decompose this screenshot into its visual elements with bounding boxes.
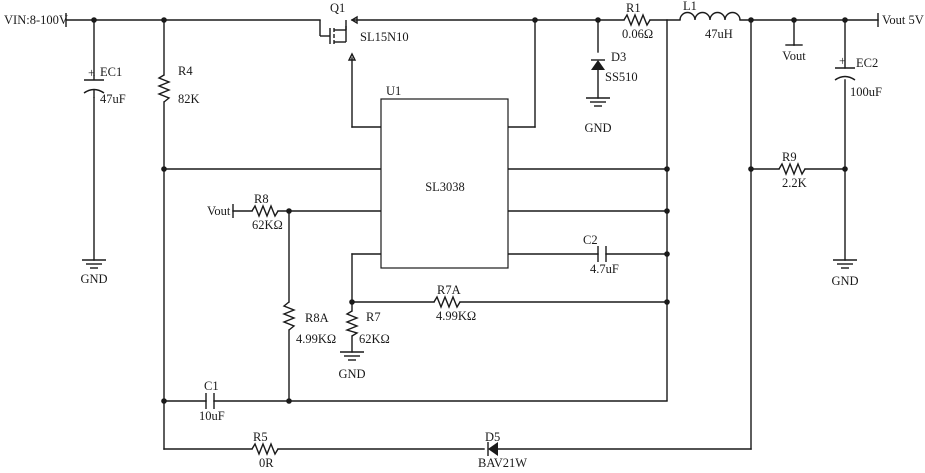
r8-value: 62KΩ: [252, 218, 283, 232]
d3-ref: D3: [611, 50, 626, 64]
ec1-ref: EC1: [100, 65, 122, 79]
r4-ref: R4: [178, 64, 193, 78]
junctions: [91, 17, 848, 404]
resistor-r4: R4 82K: [157, 64, 200, 106]
r1-value: 0.06Ω: [622, 27, 653, 41]
r4-value: 82K: [178, 92, 200, 106]
ground-r7: GND: [338, 351, 366, 381]
capacitor-c1: C1 10uF: [199, 379, 225, 423]
inductor-l1: L1 47uH: [679, 0, 741, 41]
vout-label-r8: Vout: [207, 204, 231, 218]
u1-ref: U1: [386, 84, 401, 98]
r7a-ref: R7A: [437, 283, 461, 297]
vout-label-top: Vout: [782, 49, 806, 63]
ec2-value: 100uF: [850, 85, 882, 99]
capacitor-ec2: + EC2 100uF: [834, 54, 882, 99]
resistor-r5: R5 0R: [251, 430, 279, 470]
diode-d5: D5 BAV21W: [478, 430, 527, 470]
ground-ec1: GND: [80, 259, 108, 286]
vin-port: VIN:8-100V: [4, 13, 68, 27]
d5-part: BAV21W: [478, 456, 527, 470]
resistor-r1: R1 0.06Ω: [622, 1, 653, 41]
gnd-label-d3: GND: [584, 121, 611, 135]
r9-ref: R9: [782, 150, 797, 164]
r8-ref: R8: [254, 192, 269, 206]
q1-part: SL15N10: [360, 30, 409, 44]
r1-ref: R1: [626, 1, 641, 15]
r8a-ref: R8A: [305, 311, 329, 325]
gnd-label-ec2: GND: [831, 274, 858, 288]
ec2-ref: EC2: [856, 56, 878, 70]
c1-value: 10uF: [199, 409, 225, 423]
capacitor-ec1: + EC1 47uF: [83, 65, 126, 106]
resistor-r7a: R7A 4.99KΩ: [433, 283, 476, 323]
vout-net-r8: Vout: [207, 204, 234, 218]
c2-ref: C2: [583, 233, 598, 247]
svg-text:+: +: [88, 66, 95, 80]
r7a-value: 4.99KΩ: [436, 309, 476, 323]
gnd-label-ec1: GND: [80, 272, 107, 286]
d3-part: SS510: [605, 70, 638, 84]
r8a-value: 4.99KΩ: [296, 332, 336, 346]
gnd-label-r7: GND: [338, 367, 365, 381]
vout-port: Vout 5V: [877, 13, 924, 27]
resistor-r9: R9 2.2K: [778, 150, 807, 190]
r9-value: 2.2K: [782, 176, 807, 190]
c2-value: 4.7uF: [590, 262, 619, 276]
ground-d3: GND: [584, 97, 612, 135]
r5-ref: R5: [253, 430, 268, 444]
ec1-value: 47uF: [100, 92, 126, 106]
r7-ref: R7: [366, 310, 381, 324]
r7-value: 62KΩ: [359, 332, 390, 346]
resistor-r8: R8 62KΩ: [251, 192, 283, 232]
capacitor-c2: C2 4.7uF: [583, 233, 619, 276]
resistor-r7: R7 62KΩ: [344, 310, 390, 346]
d5-ref: D5: [485, 430, 500, 444]
vin-label: VIN:8-100V: [4, 13, 68, 27]
controller-u1: U1 SL3038: [380, 84, 509, 269]
r5-value: 0R: [259, 456, 274, 470]
l1-value: 47uH: [705, 27, 733, 41]
diode-d3: D3 SS510: [591, 50, 638, 84]
vout-5v-label: Vout 5V: [882, 13, 924, 27]
ground-ec2: GND: [831, 259, 859, 288]
c1-ref: C1: [204, 379, 219, 393]
svg-text:+: +: [839, 54, 846, 68]
u1-part: SL3038: [425, 180, 465, 194]
q1-ref: Q1: [330, 1, 345, 15]
l1-ref: L1: [683, 0, 697, 13]
mosfet-q1: Q1 SL15N10: [319, 1, 409, 61]
resistor-r8a: R8A 4.99KΩ: [282, 301, 336, 346]
